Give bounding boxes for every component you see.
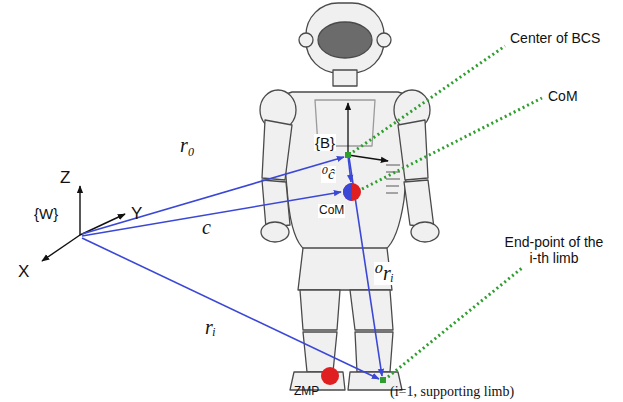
callout-text: End-point of the i-th limb xyxy=(500,234,608,266)
axis-label: Y xyxy=(131,204,142,224)
point-label: ZMP xyxy=(294,385,319,399)
callout-text: CoM xyxy=(548,88,578,104)
axis-label: Z xyxy=(60,168,70,188)
position-vectors xyxy=(82,156,382,379)
leader-lines xyxy=(353,46,542,377)
axis-label: X xyxy=(18,262,29,282)
vector-label: r₀ xyxy=(180,134,195,157)
vector-label: rᵢ xyxy=(205,316,216,339)
note-text: (i=1, supporting limb) xyxy=(390,384,514,400)
callout-text: Center of BCS xyxy=(510,30,600,46)
frame-label: {W} xyxy=(34,205,58,222)
world-axes xyxy=(42,186,125,261)
frame-label: {B} xyxy=(314,134,336,151)
robot-body xyxy=(260,3,439,390)
vector-label: ⁰ĉ xyxy=(321,166,336,183)
vector-label: ⁰rᵢ xyxy=(374,262,395,285)
point-label: CoM xyxy=(318,204,345,218)
vector-label: c xyxy=(202,216,211,239)
